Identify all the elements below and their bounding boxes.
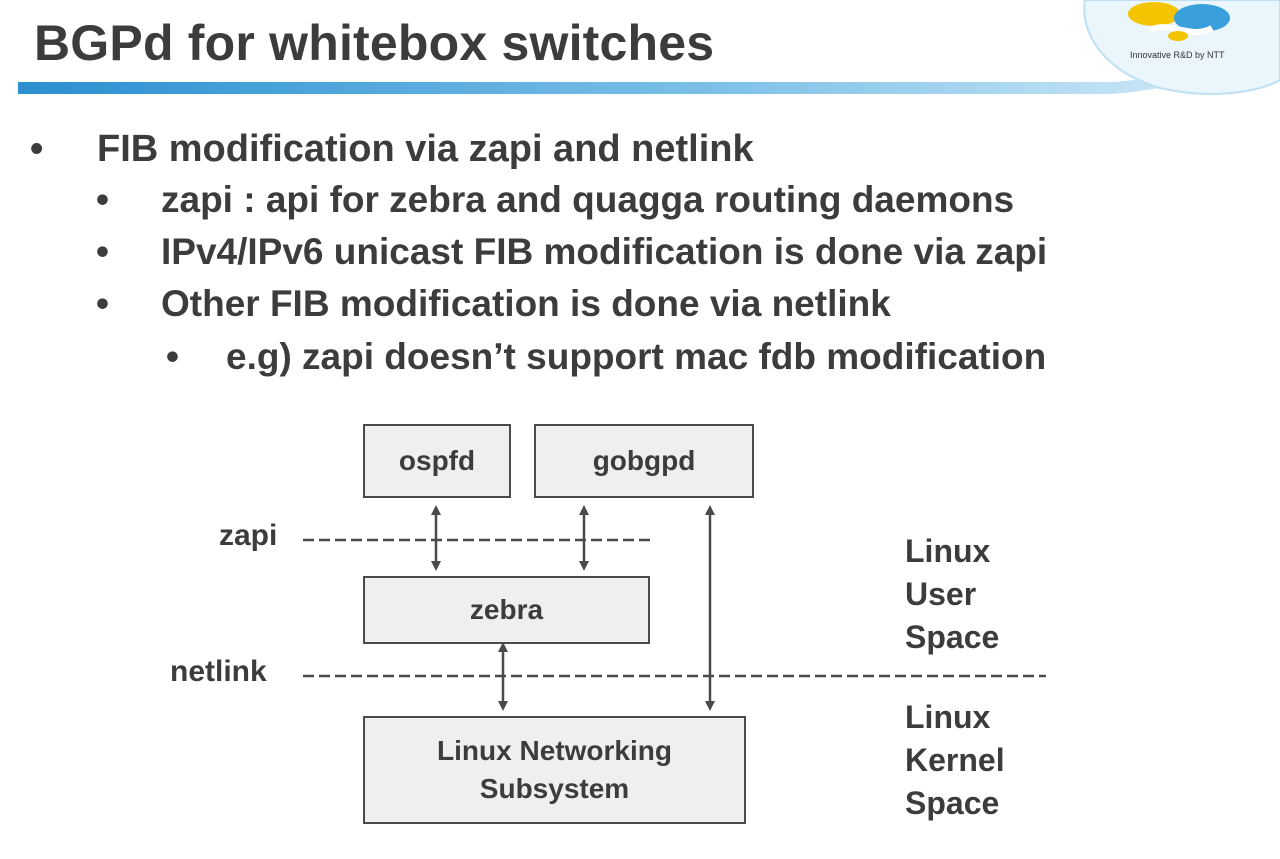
bullet-text: Other FIB modification is done via netli… [161,283,891,324]
gobgpd-label: gobgpd [592,445,696,477]
kernel-space-line: Linux [905,699,991,735]
slide-title: BGPd for whitebox switches [34,15,715,71]
kernel-space-line: Kernel [905,742,1005,778]
header-band [18,0,1280,95]
bullet-text: zapi : api for zebra and quagga routing … [161,179,1015,220]
kernel-space-line: Space [905,785,1000,821]
bullet-marker: • [96,179,109,220]
user-space-line: Linux [905,533,991,569]
user-space-line: Space [905,619,1000,655]
bullet-text: FIB modification via zapi and netlink [97,128,754,170]
zebra-label: zebra [469,594,544,626]
kernel-space-label: Linux Kernel Space [905,696,1005,825]
bullet-marker: • [96,231,109,272]
user-space-line: User [905,576,977,612]
kernel-label-line1: Linux Networking [437,735,672,767]
bullet-marker: • [96,283,109,324]
bullet-marker: • [166,336,179,377]
bullet-marker: • [30,128,44,170]
ospfd-label: ospfd [398,445,476,477]
linux-networking-subsystem-box: Linux Networking Subsystem [363,716,746,824]
netlink-label: netlink [170,655,267,688]
zebra-box: zebra [363,576,650,644]
bullet-text: e.g) zapi doesn’t support mac fdb modifi… [226,336,1047,377]
ntt-logo-icon [1128,2,1230,41]
zapi-label: zapi [219,519,278,552]
user-space-label: Linux User Space [905,530,999,659]
gobgpd-box: gobgpd [534,424,754,498]
bullet-text: IPv4/IPv6 unicast FIB modification is do… [161,231,1048,272]
logo-text: Innovative R&D by NTT [1130,50,1225,60]
ospfd-box: ospfd [363,424,511,498]
kernel-label-line2: Subsystem [479,773,630,804]
